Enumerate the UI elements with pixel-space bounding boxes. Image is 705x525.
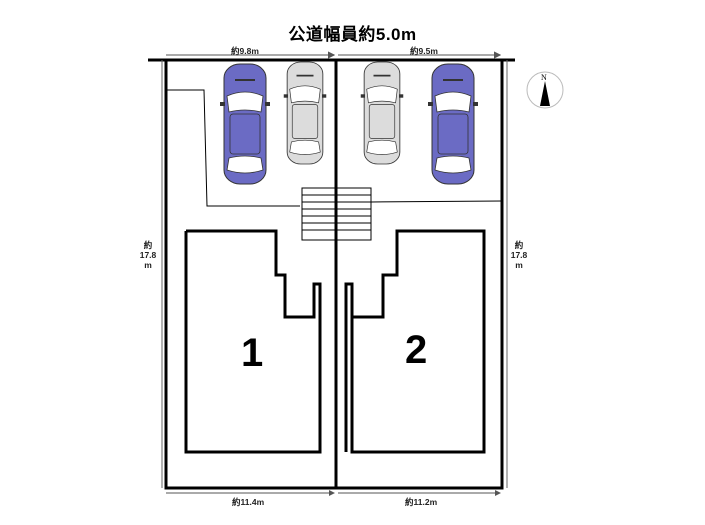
building-2-outline [344,229,486,454]
car-gray-lot1 [282,61,328,165]
site-boundary [164,58,504,490]
dim-bottom-left: 約11.4m [232,497,265,507]
car-gray-lot2 [359,61,405,165]
car-blue-lot1 [219,63,271,185]
lot-2-number: 2 [405,328,428,372]
compass-icon [526,71,564,109]
car-blue-lot2 [427,63,479,185]
compass-north-label: N [541,73,547,82]
road-width-label: 公道幅員約5.0m [288,25,417,44]
dim-right-side: 約 17.8 m [510,240,528,270]
dim-left-side: 約 17.8 m [139,240,157,270]
building-1-outline [184,229,322,454]
stairs [301,187,372,241]
dim-top-left: 約9.8m [231,46,259,56]
dim-top-right: 約9.5m [410,46,438,56]
dim-bottom-right: 約11.2m [405,497,438,507]
lot-1-number: 1 [241,331,264,375]
